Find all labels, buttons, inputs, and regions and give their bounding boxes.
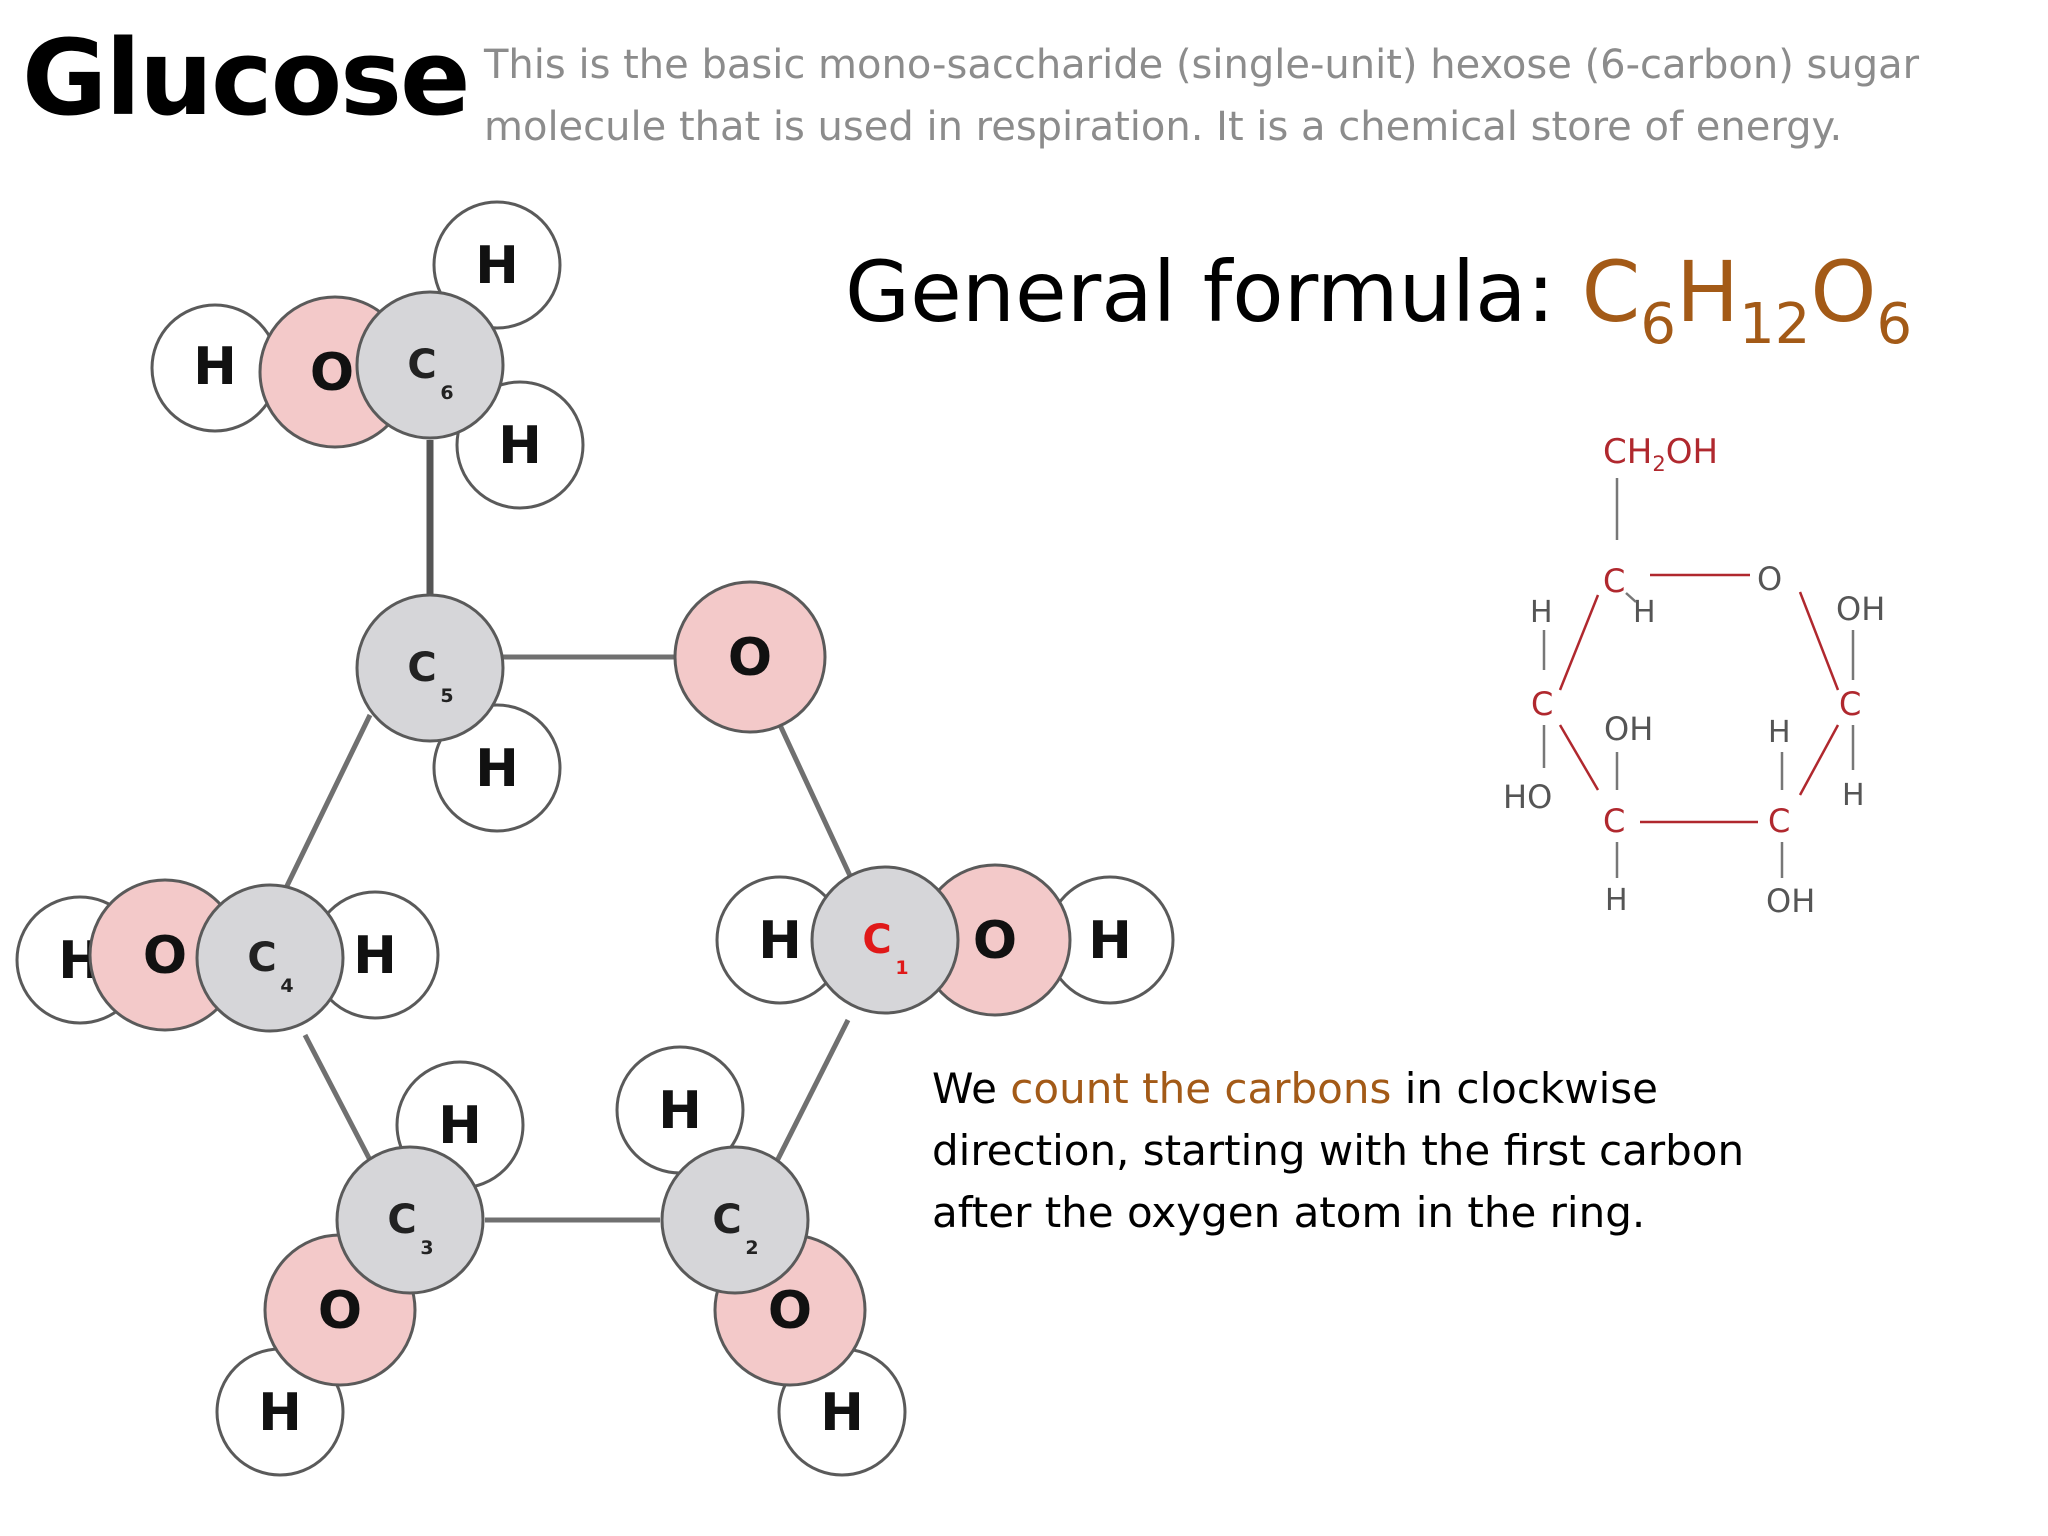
skeletal-hydrogen: H — [1768, 715, 1791, 750]
ch2oh-label: CH2OH — [1603, 432, 1718, 476]
c6-group: H H H O C 6 — [150, 200, 585, 510]
atom-label: H — [438, 1096, 482, 1156]
c2-group: H H O C 2 — [615, 1045, 907, 1477]
skeletal-hydroxyl: OH — [1604, 710, 1653, 748]
skeletal-hydrogen: H — [1605, 883, 1628, 918]
hydrogen-atom — [432, 200, 562, 330]
formula-h: H — [1675, 243, 1740, 341]
c3-group: H H O C 3 — [215, 1060, 525, 1477]
atom-label: C — [407, 342, 436, 388]
carbon-number: 4 — [280, 975, 293, 997]
skeletal-carbon: C — [1768, 802, 1790, 840]
general-formula: General formula: C6H12O6 — [845, 250, 1912, 353]
carbon-number: 5 — [440, 685, 453, 707]
hydrogen-atom — [455, 380, 585, 510]
atom-label: C — [862, 917, 891, 963]
bonds — [282, 440, 855, 1223]
note-post: in clockwise direction, starting with th… — [932, 1064, 1745, 1237]
skeletal-carbon: C — [1603, 562, 1625, 600]
carbon-number: 1 — [895, 957, 908, 979]
atom-label: H — [475, 739, 519, 799]
skeletal-hydroxyl: OH — [1766, 882, 1815, 920]
formula-o: O — [1810, 243, 1877, 341]
formula-c: C — [1581, 243, 1641, 341]
carbon-counting-note: We count the carbons in clockwise direct… — [932, 1058, 1832, 1244]
bond-c1-c2 — [772, 1018, 851, 1167]
note-pre: We — [932, 1064, 997, 1113]
atom-label: O — [318, 1281, 362, 1341]
atom-label: H — [820, 1383, 864, 1443]
atom-label: H — [475, 236, 519, 296]
ring-oxygen: O — [673, 580, 827, 734]
skeletal-bond — [1798, 724, 1840, 796]
carbon-atom-c1 — [810, 865, 960, 1015]
atom-label: C — [247, 935, 276, 981]
atom-label: O — [143, 926, 187, 986]
atom-label: H — [498, 416, 542, 476]
skeletal-hydrogen: H — [1842, 778, 1865, 813]
atom-label: O — [768, 1281, 812, 1341]
skeletal-formula: CH2OH C O H H C HO OH C H H C OH OH — [1503, 432, 1885, 920]
skeletal-hydroxyl: HO — [1503, 778, 1552, 816]
formula-c-count: 6 — [1640, 292, 1676, 357]
ball-and-stick-model: H H H O C 6 H C 5 O H H — [15, 200, 1175, 1477]
skeletal-carbon: C — [1839, 685, 1861, 723]
c4-group: H H O C 4 — [15, 878, 440, 1033]
carbon-atom-c2 — [660, 1145, 810, 1295]
carbon-atom-c5 — [355, 593, 505, 743]
atom-label: H — [193, 337, 237, 397]
note-highlight: count the carbons — [1010, 1064, 1392, 1113]
c5-group: H C 5 — [355, 593, 562, 833]
formula-h-count: 12 — [1739, 292, 1811, 357]
atom-label: C — [387, 1197, 416, 1243]
atom-label: C — [407, 645, 436, 691]
skeletal-hydrogen: H — [1633, 595, 1656, 630]
skeletal-bond — [1798, 591, 1840, 691]
atom-label: H — [353, 926, 397, 986]
formula-label: General formula: — [845, 243, 1555, 341]
skeletal-bond — [1625, 592, 1637, 603]
atom-label: C — [712, 1197, 741, 1243]
page-subtitle: This is the basic mono-saccharide (singl… — [484, 42, 1920, 150]
bond-c4-c3 — [302, 1033, 373, 1162]
atom-label: H — [1088, 911, 1132, 971]
formula-o-count: 6 — [1876, 292, 1913, 357]
bond-o-c1 — [777, 723, 855, 882]
carbon-number: 6 — [440, 382, 453, 404]
formula-value: C6H12O6 — [1581, 243, 1913, 353]
skeletal-hydrogen: H — [1530, 595, 1553, 630]
skeletal-carbon: C — [1531, 685, 1553, 723]
bond-c5-c4 — [282, 713, 373, 892]
skeletal-hydroxyl: OH — [1836, 590, 1885, 628]
hydrogen-atom — [432, 703, 562, 833]
skeletal-ring-oxygen: O — [1757, 560, 1782, 598]
atom-label: H — [258, 1383, 302, 1443]
atom-label: O — [728, 628, 772, 688]
skeletal-bond — [1558, 594, 1600, 691]
atom-label: H — [758, 911, 802, 971]
carbon-atom-c6 — [355, 290, 505, 440]
carbon-number: 3 — [420, 1237, 433, 1259]
c1-group: H H O C 1 — [715, 863, 1175, 1017]
oxygen-atom — [673, 580, 827, 734]
skeletal-carbon: C — [1603, 802, 1625, 840]
page-title: Glucose — [22, 17, 471, 139]
atom-label: H — [658, 1081, 702, 1141]
carbon-atom-c4 — [195, 883, 345, 1033]
carbon-number: 2 — [745, 1237, 758, 1259]
atom-label: O — [310, 343, 354, 403]
carbon-atom-c3 — [335, 1145, 485, 1295]
skeletal-bond — [1558, 724, 1600, 791]
atom-label: O — [973, 911, 1017, 971]
